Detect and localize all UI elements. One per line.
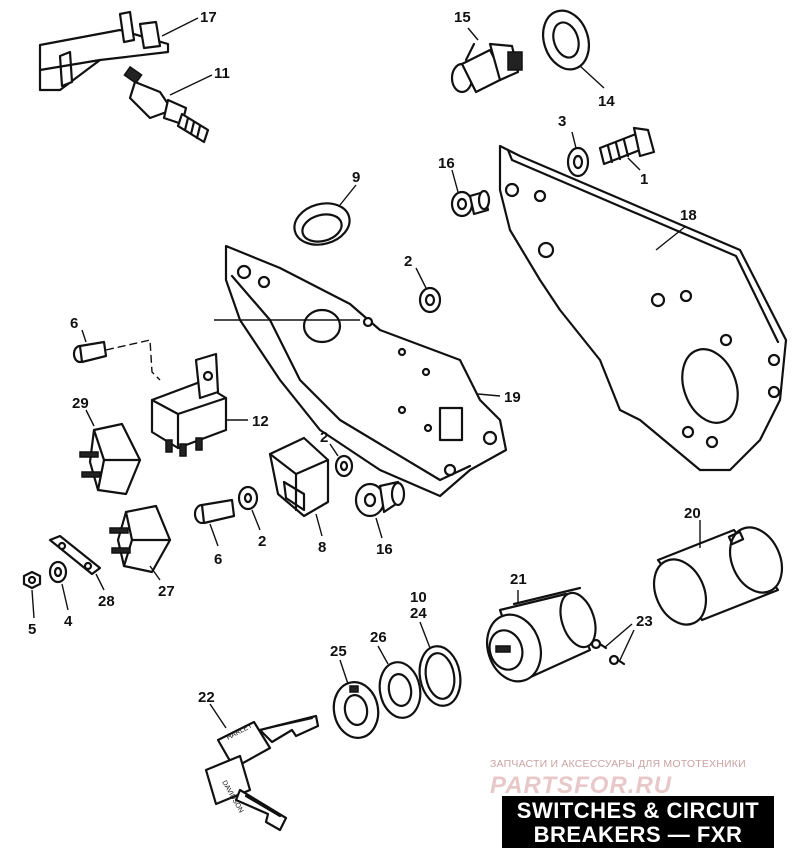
part-5-nut: [22, 570, 42, 619]
part-25-nut: [332, 659, 380, 739]
callout-10: 10: [410, 589, 427, 606]
callout-28: 28: [98, 593, 115, 610]
callout-12: 12: [252, 413, 269, 430]
callout-21: 21: [510, 571, 527, 588]
part-6-pin-upper: [72, 329, 161, 381]
callout-2-upper: 2: [404, 253, 412, 270]
watermark-caption: ЗАПЧАСТИ И АКСЕССУАРЫ ДЛЯ МОТОТЕХНИКИ: [490, 758, 746, 770]
callout-11: 11: [214, 65, 230, 82]
callout-8: 8: [318, 539, 326, 556]
part-16-spacer-upper: [450, 169, 491, 218]
callout-27: 27: [158, 583, 175, 600]
callout-2-middle: 2: [320, 429, 328, 446]
callout-3: 3: [558, 113, 566, 130]
callout-22: 22: [198, 689, 215, 706]
callout-19: 19: [504, 389, 521, 406]
callout-29: 29: [72, 395, 89, 412]
part-8-relay-bracket: [268, 436, 330, 537]
callout-2-lower: 2: [258, 533, 266, 550]
part-2-washer-upper: [415, 267, 442, 314]
callout-24: 24: [410, 605, 427, 622]
callout-17: 17: [200, 9, 217, 26]
callout-26: 26: [370, 629, 387, 646]
part-29-circuit-breaker: [79, 409, 142, 496]
callout-4: 4: [64, 613, 73, 630]
part-11-pressure-switch: [123, 65, 213, 144]
part-15-neutral-switch: [450, 27, 523, 94]
part-2-washer-lower: [237, 485, 261, 531]
part-17-bracket-clip: [38, 10, 199, 92]
callout-5: 5: [28, 621, 36, 638]
part-27-circuit-breaker: [109, 504, 172, 581]
part-21-ignition-switch: [486, 586, 597, 683]
part-14-gasket-washer: [542, 9, 605, 89]
part-9-grommet: [293, 184, 357, 246]
part-10-24-retainer-ring: [418, 621, 462, 707]
part-3-washer: [566, 131, 590, 178]
callout-16-lower: 16: [376, 541, 393, 558]
callout-1: 1: [640, 171, 648, 188]
part-19-bracket-plate: [224, 244, 508, 498]
title-line-1: SWITCHES & CIRCUIT: [516, 798, 760, 823]
callout-15: 15: [454, 9, 471, 26]
part-12-relay: [150, 319, 360, 457]
part-4-lock-washer: [48, 560, 69, 611]
callout-6-lower: 6: [214, 551, 222, 568]
diagram-title-box: SWITCHES & CIRCUIT BREAKERS — FXR: [502, 796, 774, 848]
part-1-bolt: [598, 126, 656, 171]
callout-14: 14: [598, 93, 615, 110]
callout-labels: 17 11 15 14 3 1 16 18 9 2 6 19 29 12 2 6…: [28, 9, 701, 706]
watermark-logo: PARTSFOR.RU: [490, 772, 673, 799]
part-16-spacer-lower: [354, 480, 406, 539]
part-2-washer-middle: [329, 443, 354, 478]
part-6-pin-lower: [193, 498, 236, 547]
callout-20: 20: [684, 505, 701, 522]
part-28-jumper-strap: [48, 534, 105, 591]
part-26-washer: [377, 645, 422, 719]
title-line-2: BREAKERS — FXR: [533, 822, 743, 847]
part-20-cover-sleeve: [652, 520, 784, 626]
callout-6-upper: 6: [70, 315, 78, 332]
part-23-screws: [590, 623, 635, 666]
callout-18: 18: [680, 207, 697, 224]
callout-25: 25: [330, 643, 347, 660]
part-18-mounting-plate: [498, 144, 788, 472]
part-22-keys: [204, 703, 320, 832]
callout-9: 9: [352, 169, 360, 186]
callout-16-upper: 16: [438, 155, 455, 172]
callout-23: 23: [636, 613, 653, 630]
